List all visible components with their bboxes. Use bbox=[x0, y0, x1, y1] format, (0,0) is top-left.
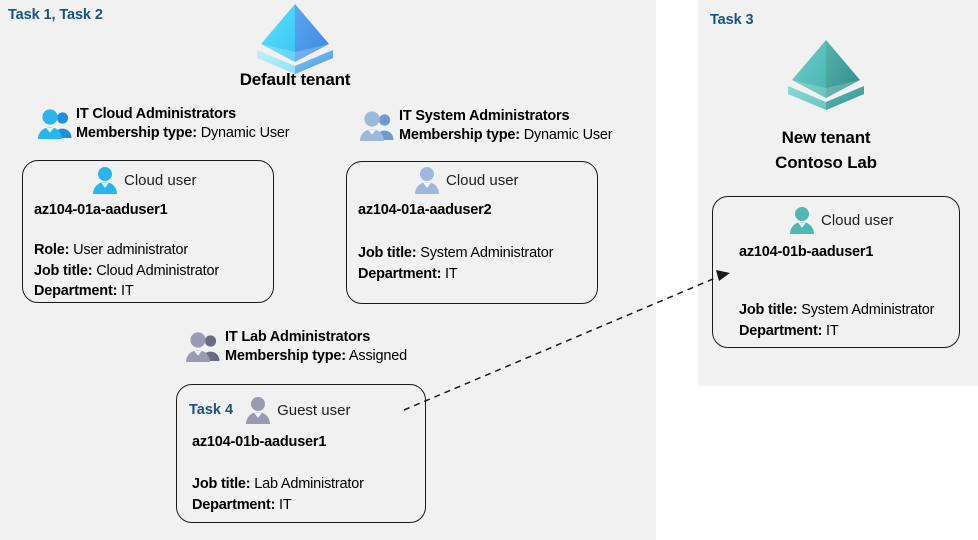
group-users-icon bbox=[360, 111, 394, 141]
cloud-user-icon bbox=[93, 167, 117, 194]
card-user-name: az104-01b-aaduser1 bbox=[739, 244, 874, 260]
group-title: IT System Administrators bbox=[399, 108, 570, 124]
card-user-kind-row: Cloud user bbox=[414, 166, 519, 194]
attr-value: Cloud Administrator bbox=[96, 262, 219, 279]
attr-value: User administrator bbox=[73, 242, 188, 258]
attr-value: IT bbox=[279, 496, 292, 513]
new-tenant-line2: Contoso Lab bbox=[775, 152, 877, 172]
membership-value: Dynamic User bbox=[523, 127, 613, 143]
task-label-1-2: Task 1, Task 2 bbox=[8, 7, 103, 23]
card-attributes: Role: User administrator Job title: Clou… bbox=[34, 240, 219, 302]
card-user-kind: Cloud user bbox=[124, 171, 197, 189]
guest-user-icon bbox=[246, 397, 271, 424]
group-membership: Membership type: Dynamic User bbox=[76, 125, 290, 141]
default-tenant-panel bbox=[0, 0, 656, 540]
attr-label: Job title: bbox=[358, 245, 417, 261]
task-label-3: Task 3 bbox=[710, 12, 754, 28]
default-tenant-label: Default tenant bbox=[239, 70, 351, 89]
user-card-az104-01b-aaduser1-cloud[interactable] bbox=[712, 196, 960, 348]
attr-value: IT bbox=[121, 283, 134, 300]
user-card-az104-01a-aaduser1[interactable] bbox=[22, 160, 274, 303]
new-tenant-line1: New tenant bbox=[781, 128, 871, 147]
group-membership: Membership type: Dynamic User bbox=[399, 127, 613, 143]
card-user-kind: Cloud user bbox=[446, 171, 519, 189]
attr-label: Department: bbox=[192, 496, 276, 513]
attr-label: Department: bbox=[358, 265, 442, 282]
attr-label: Job title: bbox=[34, 262, 93, 279]
membership-value: Assigned bbox=[348, 348, 407, 364]
attr-value: System Administrator bbox=[420, 245, 554, 261]
attr-value: System Administrator bbox=[801, 302, 935, 318]
membership-label: Membership type: bbox=[76, 125, 197, 141]
group-it-lab-administrators: IT Lab Administrators Membership type: A… bbox=[225, 329, 407, 364]
card-user-name: az104-01a-aaduser1 bbox=[34, 202, 168, 218]
group-membership: Membership type: Assigned bbox=[225, 348, 407, 364]
new-tenant-label: New tenant Contoso Lab bbox=[706, 126, 946, 175]
cloud-user-icon bbox=[790, 207, 814, 234]
user-card-az104-01a-aaduser2[interactable] bbox=[346, 161, 598, 304]
task-label-4: Task 4 bbox=[189, 402, 234, 418]
group-it-cloud-administrators: IT Cloud Administrators Membership type:… bbox=[76, 106, 290, 141]
card-user-kind-row: Cloud user bbox=[92, 166, 197, 194]
card-attributes: Job title: System Administrator Departme… bbox=[358, 243, 553, 284]
card-attributes: Job title: Lab Administrator Department:… bbox=[192, 474, 364, 515]
cloud-user-icon bbox=[415, 167, 439, 194]
user-card-az104-01b-aaduser1-guest[interactable] bbox=[176, 384, 426, 523]
group-users-icon bbox=[38, 109, 72, 139]
card-attributes: Job title: System Administrator Departme… bbox=[739, 300, 934, 341]
card-user-name: az104-01b-aaduser1 bbox=[192, 434, 327, 450]
group-users-icon bbox=[186, 332, 220, 362]
attr-value: Lab Administrator bbox=[254, 476, 364, 492]
attr-label: Job title: bbox=[192, 476, 251, 492]
card-user-kind: Cloud user bbox=[821, 211, 894, 229]
card-user-name: az104-01a-aaduser2 bbox=[358, 202, 492, 218]
membership-label: Membership type: bbox=[399, 127, 520, 143]
attr-label: Role: bbox=[34, 242, 70, 258]
card-user-kind-row: Task 4 Guest user bbox=[189, 396, 350, 424]
group-title: IT Lab Administrators bbox=[225, 329, 371, 345]
membership-value: Dynamic User bbox=[200, 125, 290, 141]
membership-label: Membership type: bbox=[225, 348, 346, 364]
attr-value: IT bbox=[826, 322, 839, 339]
attr-label: Department: bbox=[739, 322, 823, 339]
attr-value: IT bbox=[445, 265, 458, 282]
group-it-system-administrators: IT System Administrators Membership type… bbox=[399, 108, 613, 143]
group-title: IT Cloud Administrators bbox=[76, 106, 237, 122]
card-user-kind: Guest user bbox=[277, 401, 351, 419]
card-user-kind-row: Cloud user bbox=[789, 206, 894, 234]
attr-label: Department: bbox=[34, 283, 118, 300]
attr-label: Job title: bbox=[739, 302, 798, 318]
